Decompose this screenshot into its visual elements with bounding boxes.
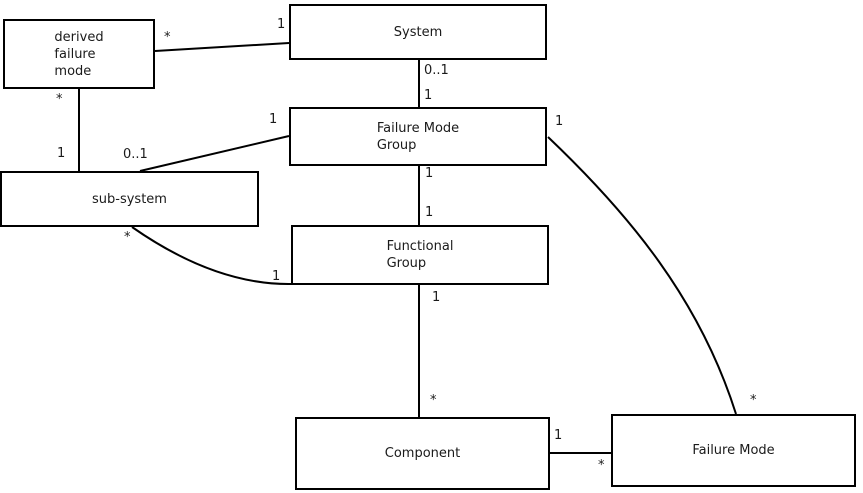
class-box-component[interactable]: Component: [295, 417, 550, 490]
association-sub-system-to-failure-mode-group: [139, 135, 290, 172]
association-sub-system-to-functional-group: [131, 226, 292, 286]
multiplicity-label: *: [56, 92, 63, 107]
association-derived-failure-mode-to-system: [154, 42, 290, 52]
multiplicity-label: *: [430, 393, 437, 408]
class-box-failure-mode[interactable]: Failure Mode: [611, 414, 856, 487]
multiplicity-label: 1: [272, 269, 281, 284]
multiplicity-label: 1: [424, 88, 433, 103]
class-box-failure-mode-group[interactable]: Failure Mode Group: [289, 107, 547, 166]
class-name-system: System: [393, 24, 443, 40]
multiplicity-label: 1: [425, 205, 434, 220]
multiplicity-label: 1: [57, 146, 66, 161]
multiplicity-label: 0..1: [123, 147, 148, 162]
class-name-failure-mode: Failure Mode: [692, 443, 775, 458]
multiplicity-label: 1: [425, 166, 434, 181]
multiplicity-label: *: [164, 30, 171, 45]
multiplicity-label: *: [124, 230, 131, 245]
class-name-sub-system: sub-system: [92, 191, 167, 207]
association-failure-mode-group-to-failure-mode: [547, 136, 737, 415]
class-name-failure-mode-group: Failure Mode Group: [376, 120, 460, 153]
multiplicity-label: *: [598, 458, 605, 473]
multiplicity-label: 0..1: [424, 63, 449, 78]
multiplicity-label: 1: [277, 17, 286, 32]
class-name-component: Component: [384, 446, 461, 461]
multiplicity-label: 1: [432, 290, 441, 305]
multiplicity-label: *: [750, 393, 757, 408]
class-box-sub-system[interactable]: sub-system: [0, 171, 259, 227]
multiplicity-label: 1: [269, 112, 278, 127]
class-name-functional-group: Functional Group: [386, 239, 454, 271]
class-box-derived-failure-mode[interactable]: derived failure mode: [3, 19, 155, 89]
class-box-functional-group[interactable]: Functional Group: [291, 225, 549, 285]
class-box-system[interactable]: System: [289, 4, 547, 60]
multiplicity-label: 1: [554, 428, 563, 443]
multiplicity-label: 1: [555, 114, 564, 129]
class-name-derived-failure-mode: derived failure mode: [54, 29, 104, 79]
